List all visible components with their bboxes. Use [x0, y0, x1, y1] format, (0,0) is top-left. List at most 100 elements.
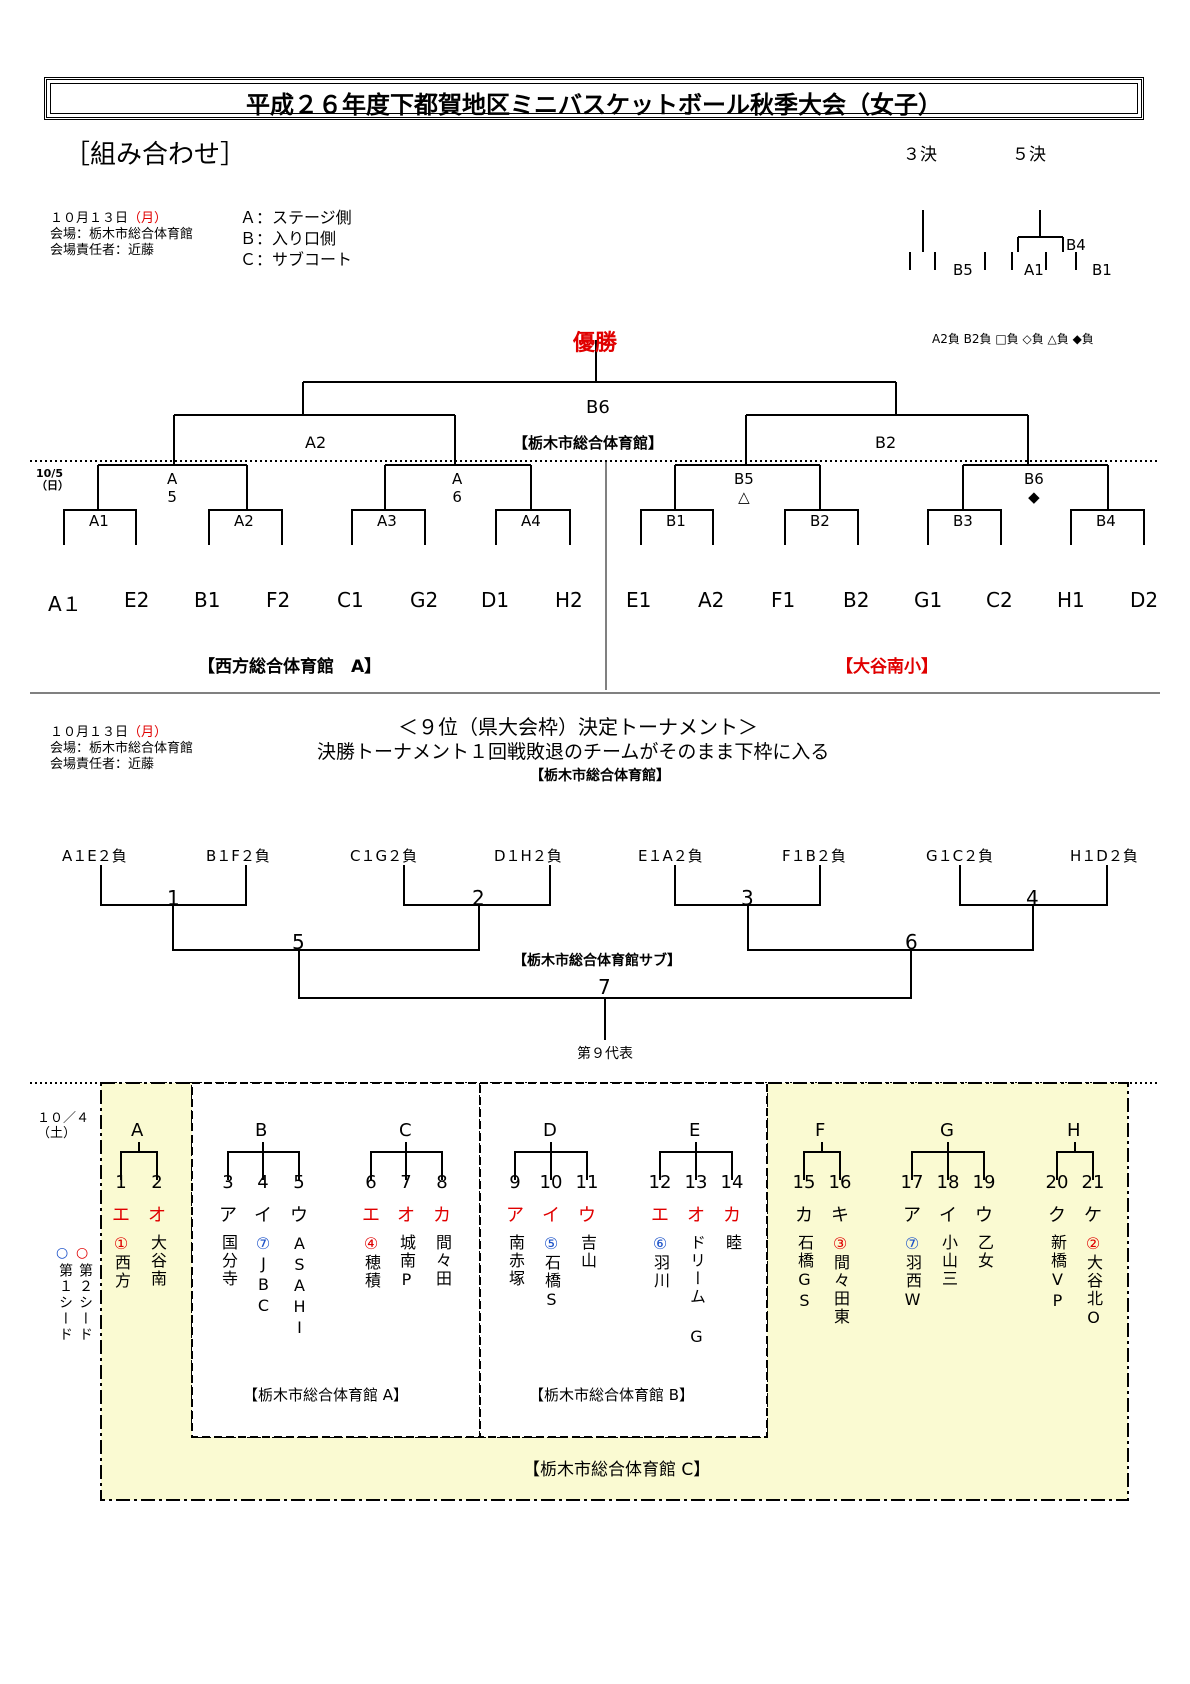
team-kana: オ [397, 1205, 415, 1226]
team-kana: カ [795, 1205, 813, 1226]
ninth-game: 1 [167, 886, 180, 910]
fifth-place-right: B1 [1092, 261, 1112, 279]
team-number: 17 [900, 1172, 924, 1193]
team-number: 16 [828, 1172, 852, 1193]
ninth-title: ＜９位（県大会枠）決定トーナメント＞ [398, 715, 758, 739]
semi-right: B2 [875, 433, 897, 452]
seed-slot: D2 [1130, 588, 1159, 612]
ninth-entry: A１E２負 [62, 847, 127, 865]
team-kana: ウ [290, 1205, 308, 1226]
group-letter: E [689, 1120, 701, 1141]
seed-slot: B1 [194, 588, 221, 612]
fifth-place-left: A1 [1024, 261, 1044, 279]
seed-slot: F2 [266, 588, 291, 612]
team-number: 11 [575, 1172, 599, 1193]
venue-right: 【大谷南小】 [836, 657, 938, 677]
legend-a: Ａ：ステージ側 [240, 208, 352, 227]
team-number: 5 [293, 1172, 305, 1193]
team-name: 石橋GS [795, 1234, 814, 1312]
seed-slot: B2 [843, 588, 870, 612]
team-name: 吉山 [578, 1234, 597, 1270]
team-number: 9 [509, 1172, 521, 1193]
seed-note-2: 第２シード [77, 1263, 93, 1343]
seed-slot: E2 [124, 588, 150, 612]
team-kana: イ [939, 1205, 957, 1226]
ninth-game: 2 [472, 886, 485, 910]
team-name: 羽川 [651, 1254, 670, 1290]
team-number: 12 [648, 1172, 672, 1193]
group-letter: B [255, 1120, 268, 1141]
team-kana: カ [433, 1205, 451, 1226]
team-number: 4 [257, 1172, 269, 1193]
team-number: 21 [1081, 1172, 1105, 1193]
ninth-game: 3 [741, 886, 754, 910]
r16-label: B3 [953, 512, 973, 530]
r16-label: A1 [89, 512, 109, 530]
ninth-entry: B１F２負 [206, 847, 270, 865]
team-kana: エ [112, 1205, 130, 1226]
main-date: １０月１３日（月） [50, 211, 168, 226]
r16-label: B4 [1096, 512, 1116, 530]
team-kana: ア [903, 1205, 921, 1226]
ninth-venue-top: 【栃木市総合体育館】 [530, 768, 670, 784]
team-kana: カ [723, 1205, 741, 1226]
ninth-game: 4 [1026, 886, 1039, 910]
loser-legend: A2負 B2負 □負 ◇負 △負 ◆負 [932, 332, 1094, 346]
semi-left: A2 [305, 433, 327, 452]
legend-b: Ｂ：入り口側 [240, 229, 337, 248]
team-kana: ア [506, 1205, 524, 1226]
title-box: 平成２６年度下都賀地区ミニバスケットボール秋季大会（女子） [44, 77, 1144, 120]
team-kana: ウ [578, 1205, 596, 1226]
ninth-subtitle: 決勝トーナメント１回戦敗退のチームがそのまま下枠に入る [317, 741, 830, 763]
team-number: 7 [400, 1172, 412, 1193]
ninth-entry: G１C２負 [926, 847, 994, 865]
team-kana: ア [219, 1205, 237, 1226]
team-seed: ⑥ [652, 1234, 668, 1253]
third-place-label: ３決 [903, 145, 937, 165]
team-number: 14 [720, 1172, 744, 1193]
round1-date: 10/5（日） [36, 467, 69, 492]
third-place-team: B5 [953, 261, 973, 279]
fifth-place-label: ５決 [1012, 145, 1046, 165]
champion-label: 優勝 [573, 331, 618, 356]
team-kana: エ [362, 1205, 380, 1226]
team-number: 2 [151, 1172, 163, 1193]
team-number: 1 [115, 1172, 127, 1193]
team-seed: ① [113, 1234, 129, 1253]
team-name: 穂積 [362, 1254, 381, 1290]
fifth-place-top: B4 [1066, 236, 1086, 254]
seed-mark-1: ○ [56, 1245, 69, 1261]
ninth-game: 7 [598, 975, 611, 999]
main-manager: 会場責任者：近藤 [50, 243, 155, 258]
team-kana: ケ [1084, 1205, 1102, 1226]
team-name: 城南P [397, 1234, 416, 1291]
r16-label: B2 [810, 512, 830, 530]
team-name: JBC [254, 1254, 273, 1317]
team-seed: ③ [832, 1234, 848, 1253]
final-label: B6 [586, 397, 610, 418]
team-seed: ⑦ [904, 1234, 920, 1253]
team-name: 羽西W [903, 1254, 922, 1311]
ninth-entry: D１H２負 [494, 847, 562, 865]
qf-label-r2: B6◆ [1024, 470, 1044, 506]
r16-label: A4 [521, 512, 541, 530]
seed-slot: G1 [914, 588, 943, 612]
team-number: 18 [936, 1172, 960, 1193]
team-seed: ④ [363, 1234, 379, 1253]
team-kana: イ [254, 1205, 272, 1226]
seed-slot: C1 [337, 588, 364, 612]
r16-label: A3 [377, 512, 397, 530]
ninth-entry: F１B２負 [782, 847, 846, 865]
r16-label: B1 [666, 512, 686, 530]
pool-venue-b: 【栃木市総合体育館 B】 [529, 1386, 695, 1404]
seed-slot: D1 [481, 588, 510, 612]
team-name: 乙女 [975, 1234, 994, 1270]
seed-mark-2: ○ [76, 1245, 89, 1261]
team-name: 南赤塚 [506, 1234, 525, 1288]
group-letter: A [131, 1120, 144, 1141]
ninth-entry: H１D２負 [1070, 847, 1138, 865]
main-venue: 会場：栃木市総合体育館 [50, 227, 194, 242]
seed-slot: H2 [555, 588, 583, 612]
team-kana: ウ [975, 1205, 993, 1226]
